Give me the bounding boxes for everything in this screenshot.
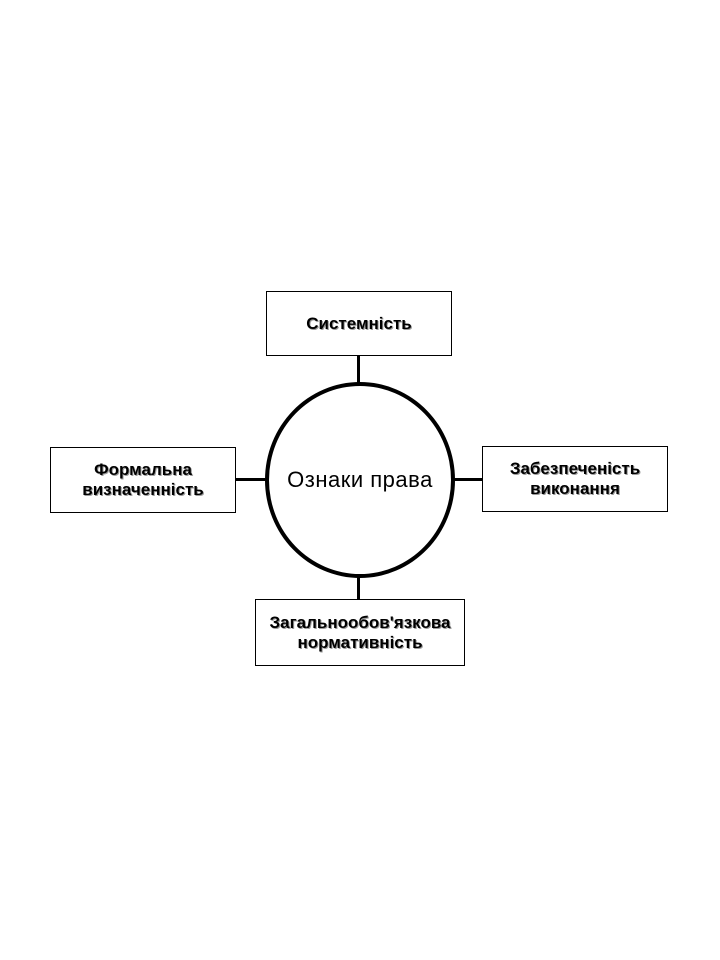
feature-label-formal-certainty: Формальна визначенність — [82, 460, 203, 500]
connector-top — [357, 355, 360, 384]
center-label: Ознаки права — [287, 467, 433, 492]
connector-bottom — [357, 576, 360, 601]
connector-right — [453, 478, 484, 481]
connector-left — [234, 478, 267, 481]
feature-label-line: нормативність — [297, 632, 423, 652]
feature-box-enforcement: Забезпеченість виконання — [482, 446, 668, 512]
feature-box-systemicity: Системність — [266, 291, 452, 356]
feature-label-line: Формальна — [94, 460, 192, 479]
feature-box-binding-normativity: Загальнообов'язкова нормативність — [255, 599, 465, 666]
center-circle: Ознаки права — [265, 382, 455, 578]
feature-label-binding-normativity: Загальнообов'язкова нормативність — [269, 613, 450, 653]
feature-box-formal-certainty: Формальна визначенність — [50, 447, 236, 513]
feature-label-line: виконання — [530, 479, 620, 498]
feature-label-line: Забезпеченість — [509, 459, 641, 478]
feature-label-line: визначенність — [82, 480, 204, 499]
feature-label-enforcement: Забезпеченість виконання — [510, 459, 640, 499]
feature-label-line: Загальнообов'язкова — [269, 612, 451, 632]
feature-label-systemicity: Системність — [306, 313, 412, 333]
